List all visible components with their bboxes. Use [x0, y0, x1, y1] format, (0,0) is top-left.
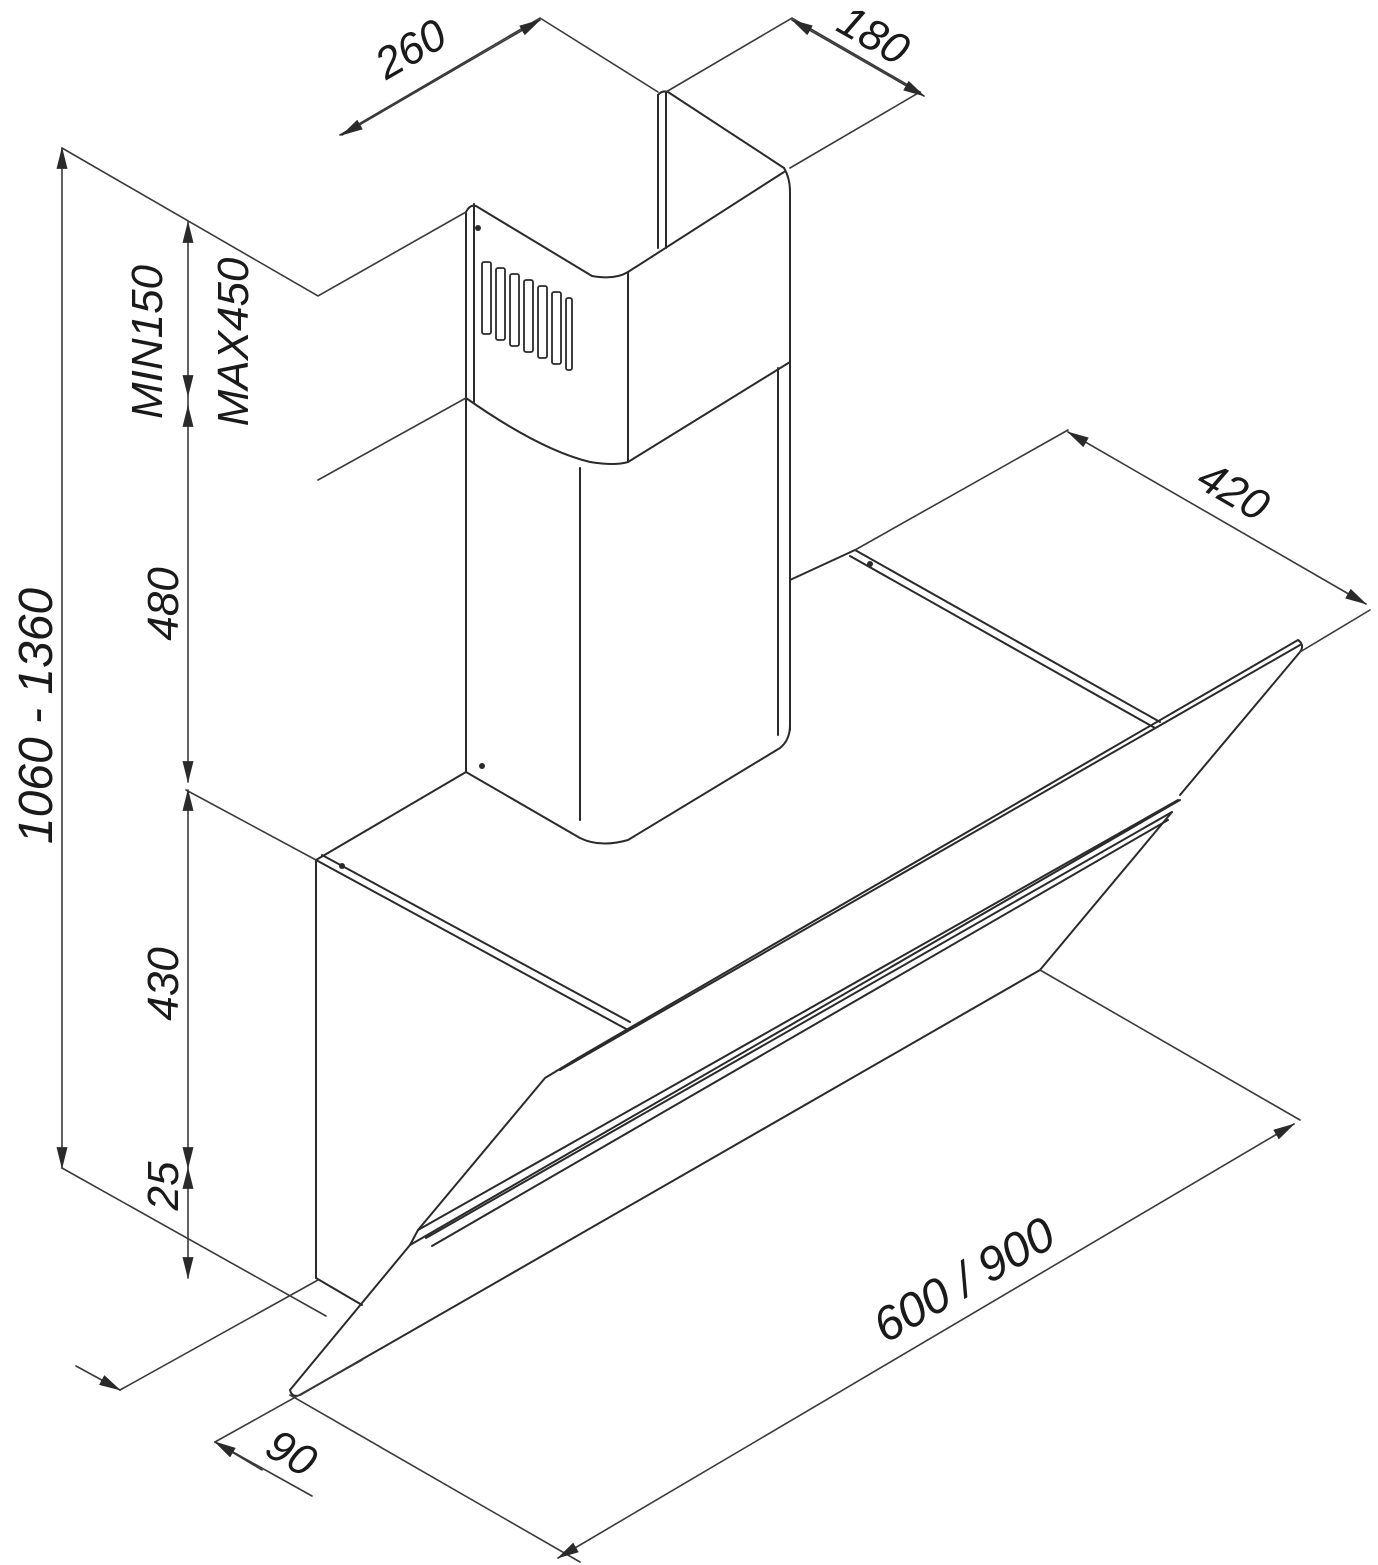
upper-chimney: [465, 90, 791, 463]
glass-canopy: [289, 639, 1304, 1397]
label-min-extension: MIN150: [123, 264, 172, 419]
label-chimney-lower-height: 480: [139, 567, 188, 641]
label-max-extension: MAX450: [209, 257, 258, 426]
vent-grille-icon: [481, 261, 573, 371]
label-hood-depth: 420: [1189, 452, 1278, 531]
screw-dots: [339, 225, 873, 869]
hood-body: [315, 549, 1161, 1306]
dimension-labels: 260 180 1060 - 1360 MIN150 MAX450 480 43…: [10, 0, 1278, 1487]
label-body-height: 430: [139, 947, 188, 1021]
hood-outline: [289, 90, 1304, 1397]
dimension-lines: [56, 17, 1371, 1563]
label-chimney-depth: 180: [829, 0, 918, 75]
label-hood-width: 600 / 900: [864, 1207, 1064, 1353]
label-front-offset: 90: [258, 1420, 325, 1487]
label-bottom-offset: 25: [139, 1161, 188, 1211]
label-total-height: 1060 - 1360: [10, 588, 63, 845]
lower-chimney: [465, 361, 791, 845]
